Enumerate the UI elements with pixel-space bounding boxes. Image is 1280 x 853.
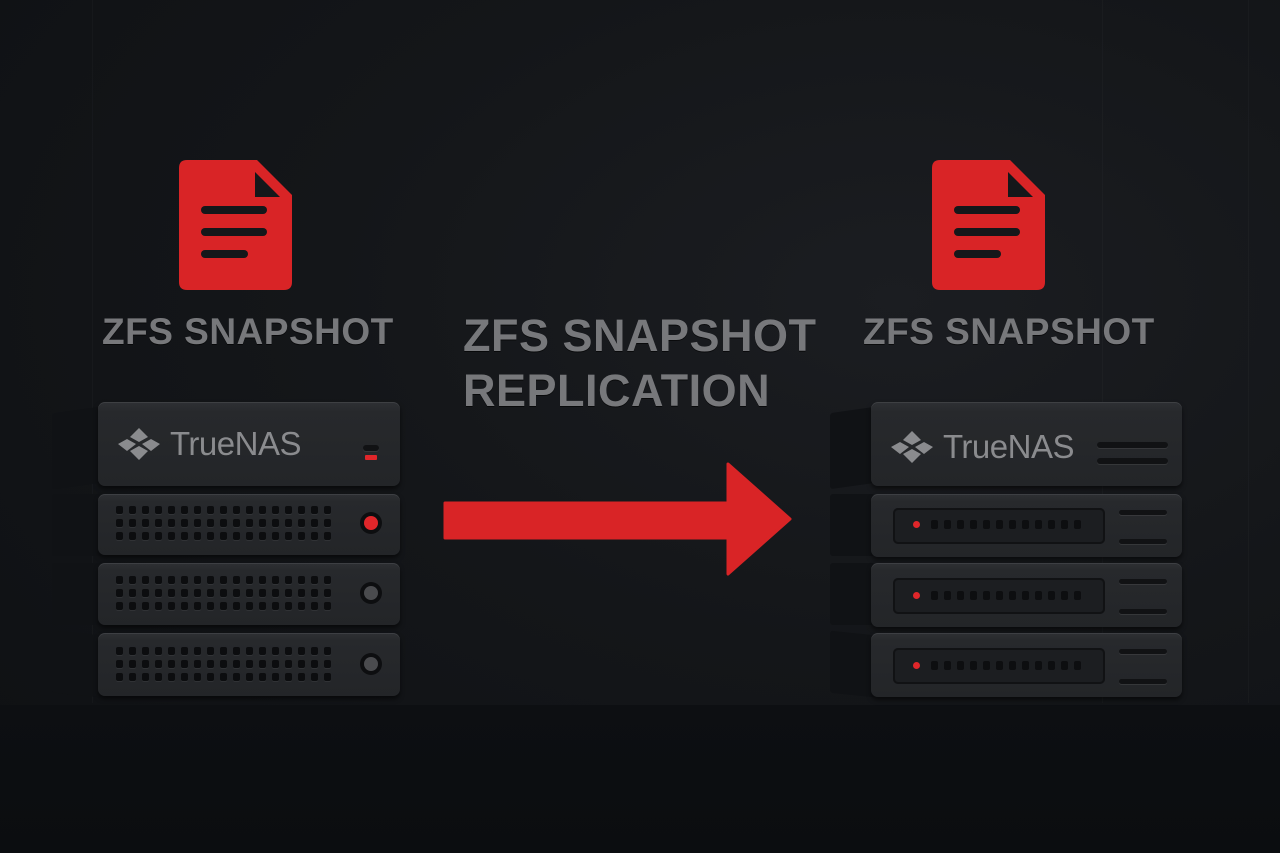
brand-label: TrueNAS: [170, 425, 301, 462]
status-led: [365, 455, 377, 460]
power-button: [360, 582, 382, 604]
drive-unit: [98, 633, 400, 696]
activity-led: [913, 592, 920, 599]
drive-unit: [98, 563, 400, 625]
brand-label: TrueNAS: [943, 428, 1074, 465]
power-button: [360, 512, 382, 534]
arrow-right-icon: [443, 462, 792, 576]
power-button: [360, 653, 382, 675]
document-icon: [932, 160, 1045, 290]
drive-unit: [871, 494, 1182, 557]
activity-led: [913, 662, 920, 669]
truenas-logo-icon: [891, 431, 933, 463]
server-header: TrueNAS: [98, 402, 400, 486]
title-line-2: REPLICATION: [463, 365, 771, 416]
truenas-logo-icon: [118, 428, 160, 460]
document-icon: [179, 160, 292, 290]
floor: [0, 705, 1280, 853]
source-snapshot-label: ZFS SNAPSHOT: [102, 311, 394, 352]
drive-unit: [871, 563, 1182, 627]
title-line-1: ZFS SNAPSHOT: [463, 310, 817, 361]
server-header: TrueNAS: [871, 402, 1182, 486]
drive-unit: [871, 633, 1182, 697]
target-snapshot-label: ZFS SNAPSHOT: [863, 311, 1155, 352]
drive-unit: [98, 494, 400, 555]
activity-led: [913, 521, 920, 528]
